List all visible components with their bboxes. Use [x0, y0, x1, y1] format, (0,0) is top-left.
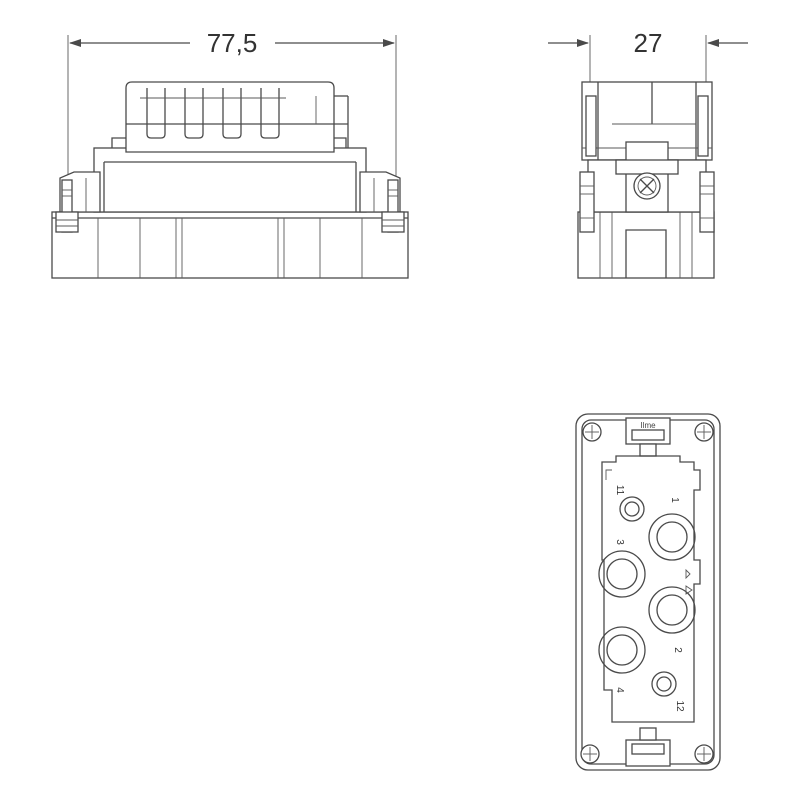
- contact-4: [598, 626, 646, 674]
- corner-screw-top-left: [582, 422, 602, 442]
- corner-screw-bottom-left: [580, 744, 600, 764]
- face-view: Ilme: [575, 413, 721, 771]
- front-view: 77,5: [51, 28, 409, 279]
- contact-1: [648, 513, 696, 561]
- pin-label-3: 3: [614, 539, 625, 545]
- pin-label-1: 1: [669, 497, 680, 503]
- pin-label-11: 11: [614, 485, 625, 496]
- contact-12: [651, 671, 677, 697]
- pin-label-12: 12: [674, 700, 685, 712]
- contact-11: [619, 496, 645, 522]
- contact-slots: [140, 88, 286, 139]
- ground-terminal-icon: [685, 568, 693, 595]
- manufacturer-code-label: Ilme: [640, 421, 656, 430]
- width-dimension: 77,5: [67, 28, 397, 185]
- depth-dimension-label: 27: [634, 28, 663, 58]
- right-fixing-assembly: [359, 171, 405, 233]
- contact-2: [648, 586, 696, 634]
- corner-screw-top-right: [694, 422, 714, 442]
- pin-label-4: 4: [614, 687, 625, 693]
- side-view: 27: [548, 28, 748, 279]
- width-dimension-label: 77,5: [207, 28, 258, 58]
- screw-icon: [633, 172, 661, 200]
- corner-screw-bottom-right: [694, 744, 714, 764]
- left-fixing-assembly: [55, 171, 101, 233]
- pin-label-2: 2: [672, 647, 683, 653]
- contact-3: [598, 550, 646, 598]
